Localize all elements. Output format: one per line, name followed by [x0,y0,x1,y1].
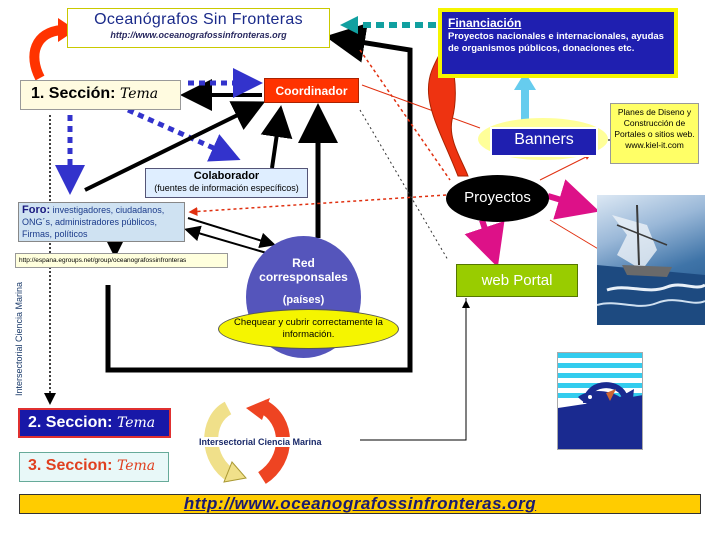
red-line1: Red [292,256,315,270]
proyectos-to-portal-arrow [464,219,505,268]
colaborador-heading: Colaborador [193,170,260,182]
colab-to-coord-arrow [260,105,293,169]
chequear-oval: Chequear y cubrir correctamente la infor… [218,309,399,349]
seccion1-label: 1. Sección: [31,85,116,102]
sec1-to-colab-arrow [126,107,241,162]
site-name: Oceanógrafos Sin Fronteras [94,11,303,28]
web-portal-box: web Portal [456,264,578,297]
financiacion-body: Proyectos nacionales e internacionales, … [448,31,664,54]
red-to-foro-arrow [184,225,271,255]
seccion2-tema: Tema [116,415,156,431]
seccion1-tema: Tema [119,86,159,102]
banners-box: Banners [490,127,598,157]
title-to-proyectos-line [359,49,451,181]
seccion3-box: 3. Seccion: Tema [19,452,169,482]
ship-illustration [597,204,705,325]
ship-photo [597,195,705,325]
proyectos-to-portal-line [549,219,601,251]
foro-url[interactable]: http://espana.egroups.net/group/oceanogr… [15,253,228,268]
red-line3: (países) [282,294,325,306]
foro-body: investigadores, ciudadanos, ONG´s, admin… [22,205,165,239]
seccion1-box: 1. Sección: Tema [20,80,181,110]
foro-box: Foro: investigadores, ciudadanos, ONG´s,… [18,202,185,242]
curved-red-arrow [29,25,63,81]
coord-to-banners-line [361,84,481,129]
site-url[interactable]: http://www.oceanografossinfronteras.org [110,30,287,40]
red-line2: corresponsales [259,270,348,284]
colaborador-box: Colaborador (fuentes de información espe… [145,168,308,198]
seccion3-label: 3. Seccion: [28,457,113,474]
title-box: Oceanógrafos Sin Fronteras http://www.oc… [67,8,330,48]
planes-box: Planes de Diseno y Construcción de Porta… [610,103,699,164]
colaborador-sub: (fuentes de información específicos) [154,183,299,193]
seccion2-box: 2. Seccion: Tema [18,408,171,438]
seccion3-tema: Tema [116,458,156,474]
intersectorial-vertical-label: Intersectorial Ciencia Marina [14,281,24,396]
red-to-proyectos-line [359,109,449,261]
fish-logo-icon [558,353,642,449]
banners-oval: Banners [478,118,608,160]
foro-heading: Foro: [22,204,51,216]
footer-url[interactable]: http://www.oceanografossinfronteras.org [19,494,701,514]
foro-to-red-arrow [187,217,276,249]
oceanografos-logo [557,352,643,450]
seccion2-label: 2. Seccion: [28,414,113,431]
proyectos-to-photo-arrow [547,179,600,220]
financiacion-heading: Financiación [448,16,522,30]
proyectos-oval: Proyectos [446,175,549,222]
coordinador-box: Coordinador [264,78,359,103]
intersectorial-label: Intersectorial Ciencia Marina [198,437,323,447]
financiacion-box: Financiación Proyectos nacionales e inte… [438,8,678,78]
